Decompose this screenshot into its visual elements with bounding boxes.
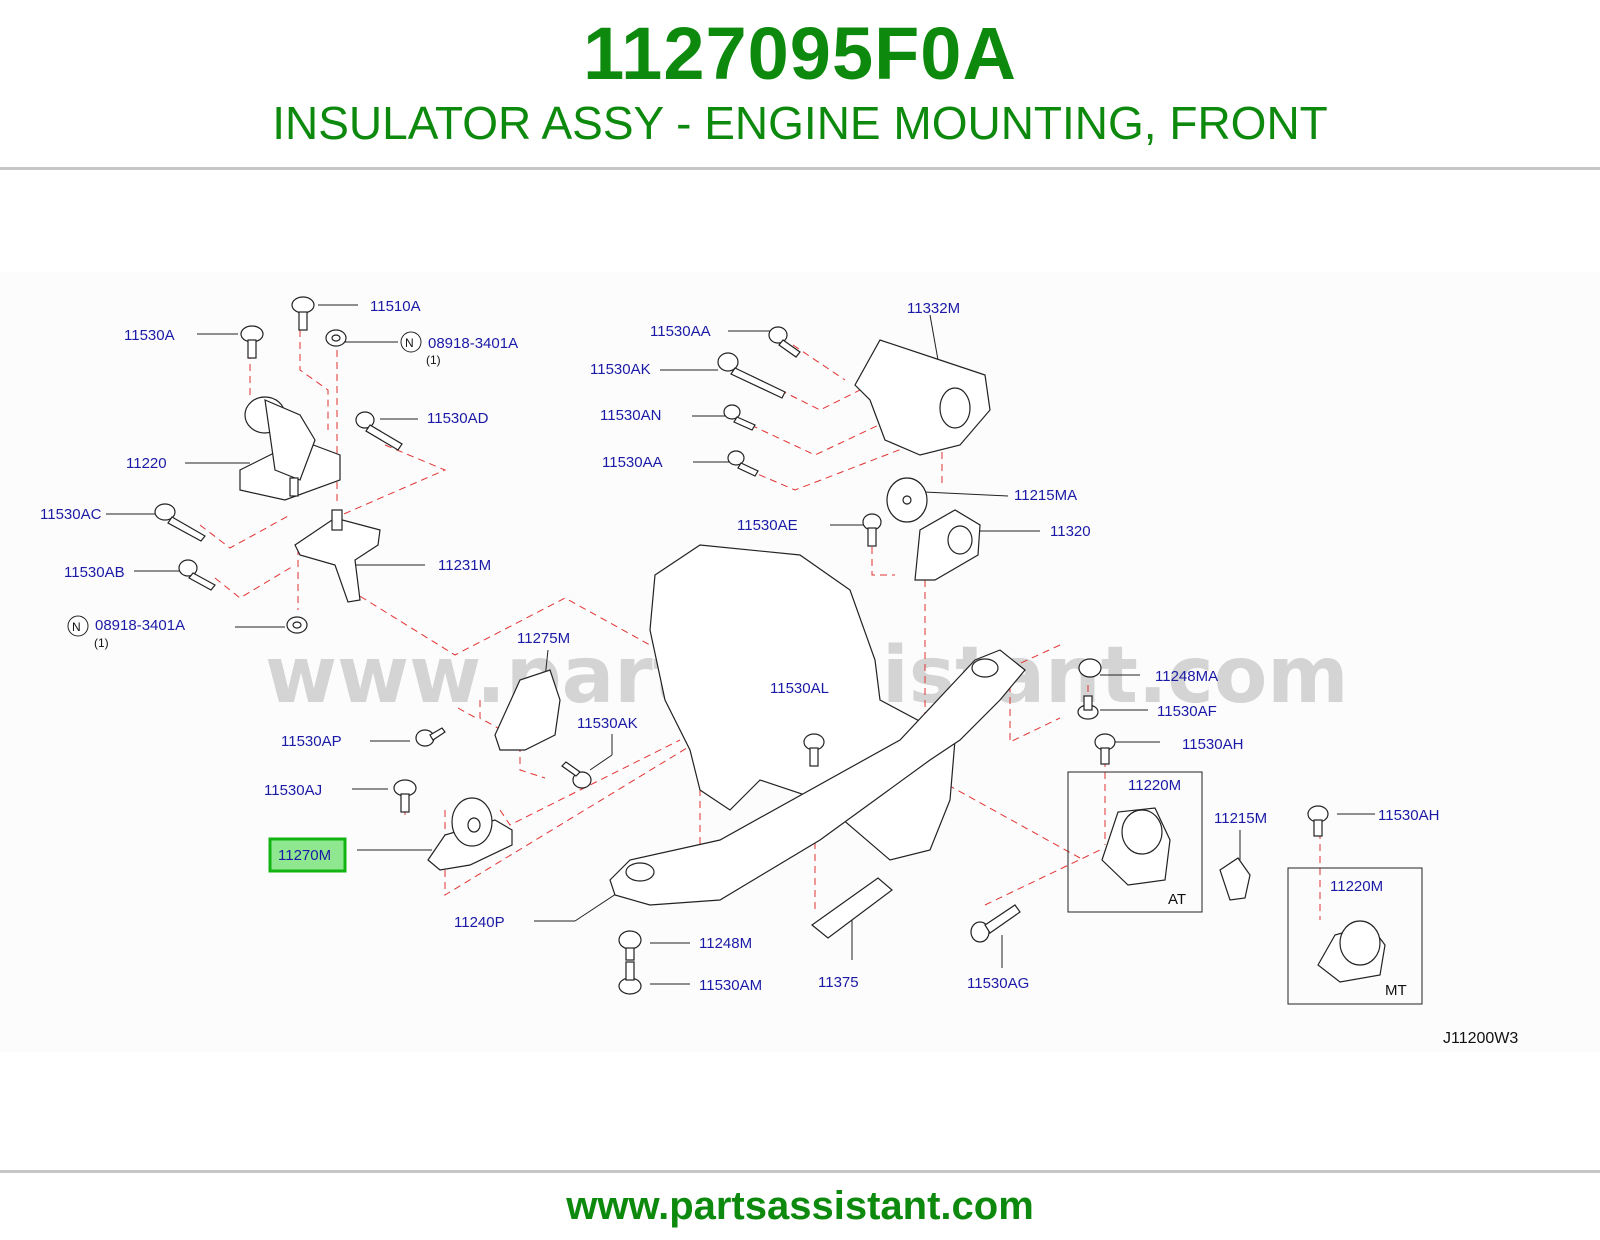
part-washer-11215MA <box>886 477 928 523</box>
callout-11530AC[interactable]: 11530AC <box>40 506 102 523</box>
header-divider <box>0 167 1600 170</box>
callout-11240P[interactable]: 11240P <box>454 914 505 931</box>
part-nut-top <box>325 329 347 347</box>
callout-11530AH-right[interactable]: 11530AH <box>1182 736 1243 753</box>
callout-11510A[interactable]: 11510A <box>370 298 421 315</box>
footer-website-link[interactable]: www.partsassistant.com <box>566 1184 1034 1228</box>
callout-11231M[interactable]: 11231M <box>438 557 491 574</box>
at-variant-label: AT <box>1168 891 1186 908</box>
part-bolt-11530AN <box>723 404 756 431</box>
part-bolt-11530AC <box>154 503 206 542</box>
part-bolt-11510A <box>291 296 315 331</box>
callout-11530AJ[interactable]: 11530AJ <box>264 782 322 799</box>
part-bolt-11530AE <box>862 513 882 547</box>
part-stopper-11215M <box>1219 857 1251 901</box>
callout-labels: 11510A 11530A N 08918-3401A (1) 11530AD … <box>40 298 1518 1047</box>
callout-11530AN[interactable]: 11530AN <box>600 407 661 424</box>
part-mount-11220 <box>239 396 341 501</box>
callout-11530AP[interactable]: 11530AP <box>281 733 342 750</box>
callout-11220M-at[interactable]: 11220M <box>1128 777 1181 794</box>
part-nut-bottom <box>286 616 308 634</box>
callout-11530AH-far[interactable]: 11530AH <box>1378 807 1439 824</box>
callout-11530AL[interactable]: 11530AL <box>770 680 829 697</box>
highlighted-part-box <box>268 837 347 873</box>
callout-11530AA-top[interactable]: 11530AA <box>650 323 711 340</box>
part-mount-11320 <box>914 509 981 581</box>
callout-11530AA-mid[interactable]: 11530AA <box>602 454 663 471</box>
assembly-dashed-lines <box>199 330 1321 920</box>
callout-11215MA[interactable]: 11215MA <box>1014 487 1077 504</box>
part-bolt-11530AK-mid <box>561 761 592 789</box>
n-symbol-circle <box>400 331 422 353</box>
part-bolt-11530AL <box>803 733 825 767</box>
part-bolt-11530AD <box>355 411 403 451</box>
part-mount-11220M-at <box>1101 807 1171 886</box>
callout-08918-3401A-top[interactable]: 08918-3401A <box>428 335 518 352</box>
callout-11530AE[interactable]: 11530AE <box>737 517 798 534</box>
callout-08918-3401A-bottom[interactable]: 08918-3401A <box>95 617 185 634</box>
callout-11530AB[interactable]: 11530AB <box>64 564 125 581</box>
callout-11530AM[interactable]: 11530AM <box>699 977 762 994</box>
callout-11530AG[interactable]: 11530AG <box>967 975 1029 992</box>
part-bolt-11530AH-right <box>1094 733 1116 765</box>
diagram-reference-code: J11200W3 <box>1443 1030 1518 1047</box>
quantity-note-bottom: (1) <box>94 636 109 650</box>
at-variant-box <box>1067 771 1203 913</box>
n-symbol-top: N <box>405 336 414 350</box>
part-bracket-11332M <box>854 339 991 456</box>
part-bolt-11530AF <box>1077 695 1099 720</box>
part-bolt-11530AK-top <box>717 352 786 399</box>
mt-variant-label: MT <box>1385 982 1407 999</box>
n-symbol-bottom: N <box>72 620 81 634</box>
callout-11530A[interactable]: 11530A <box>124 327 175 344</box>
part-crossmember-11240P <box>609 649 1026 906</box>
part-bolt-11530AJ <box>393 779 417 813</box>
quantity-note-top: (1) <box>426 353 441 367</box>
part-bolt-11530AH-far <box>1307 805 1329 837</box>
callout-11220M-mt[interactable]: 11220M <box>1330 878 1383 895</box>
part-bolt-11530AA-mid <box>727 450 759 477</box>
part-number-title: 1127095F0A <box>583 12 1017 95</box>
part-description-title: INSULATOR ASSY - ENGINE MOUNTING, FRONT <box>272 97 1328 149</box>
part-bolt-11530AM <box>618 961 642 995</box>
mt-variant-box <box>1287 867 1423 1005</box>
callout-11530AF[interactable]: 11530AF <box>1157 703 1217 720</box>
page-header: 1127095F0A INSULATOR ASSY - ENGINE MOUNT… <box>0 0 1600 170</box>
callout-11530AK-top[interactable]: 11530AK <box>590 361 651 378</box>
part-bolt-11530A <box>240 325 264 359</box>
callout-11332M[interactable]: 11332M <box>907 300 960 317</box>
footer-divider <box>0 1170 1600 1173</box>
callout-11375[interactable]: 11375 <box>818 974 859 991</box>
callout-11320[interactable]: 11320 <box>1050 523 1091 540</box>
callout-11275M[interactable]: 11275M <box>517 630 570 647</box>
part-mount-11220M-mt <box>1317 920 1386 983</box>
callout-11248M[interactable]: 11248M <box>699 935 752 952</box>
callout-11530AK-mid[interactable]: 11530AK <box>577 715 638 732</box>
callout-11215M[interactable]: 11215M <box>1214 810 1267 827</box>
callout-11270M[interactable]: 11270M <box>278 847 331 864</box>
part-bolt-11530AP <box>415 727 446 747</box>
part-bolt-11530AG <box>970 904 1021 943</box>
callout-11530AD[interactable]: 11530AD <box>427 410 489 427</box>
part-mount-11270M <box>427 797 513 871</box>
callout-11248MA[interactable]: 11248MA <box>1155 668 1218 685</box>
part-nut-11248MA <box>1078 658 1102 678</box>
part-bracket-11275M <box>494 669 561 751</box>
part-bolt-11530AB <box>178 559 216 591</box>
part-bracket-11231M <box>294 509 381 603</box>
part-rod-11375 <box>811 877 893 939</box>
callout-11220[interactable]: 11220 <box>126 455 167 472</box>
n-symbol-circle-bottom <box>67 615 89 637</box>
part-bolt-11530AA-top <box>768 326 801 358</box>
part-nut-11248M <box>618 930 642 961</box>
